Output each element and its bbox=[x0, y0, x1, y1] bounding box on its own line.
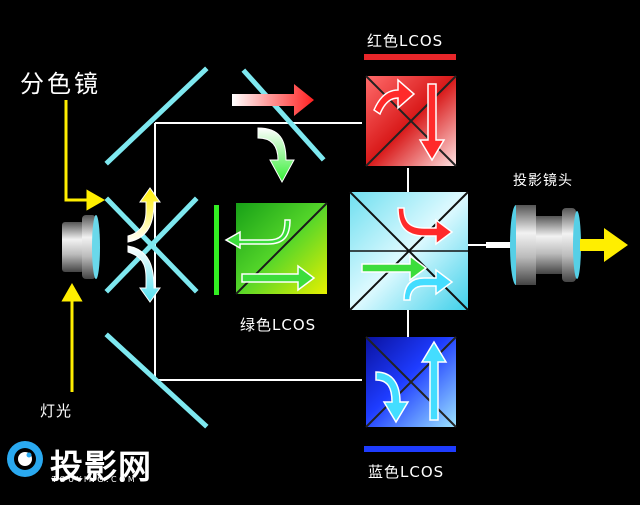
red-input-arrow bbox=[232, 84, 314, 116]
combiner-prism bbox=[349, 191, 469, 311]
watermark-domain: TOUYING.COM bbox=[52, 475, 138, 484]
green-curve-arrow bbox=[257, 127, 295, 184]
projection-lens-label: 投影镜头 bbox=[513, 173, 573, 189]
blue-lcos-label: 蓝色LCOS bbox=[368, 463, 445, 481]
logo-ring-icon bbox=[7, 441, 43, 477]
green-lcos-panel bbox=[224, 202, 328, 295]
green-polarizer bbox=[214, 205, 219, 295]
cyan-split-arrow bbox=[127, 245, 161, 303]
dichroic-mirror-label: 分色镜 bbox=[20, 70, 101, 98]
blue-polarizer bbox=[364, 446, 456, 452]
red-lcos-label: 红色LCOS bbox=[367, 32, 444, 50]
red-lcos-panel bbox=[365, 75, 457, 167]
green-lcos-label: 绿色LCOS bbox=[240, 316, 317, 334]
lamp-label: 灯光 bbox=[40, 402, 73, 420]
lamp-icon bbox=[62, 215, 100, 279]
blue-lcos-panel bbox=[365, 336, 457, 428]
dichroic-pointer-arrow bbox=[64, 100, 106, 211]
red-polarizer bbox=[364, 54, 456, 60]
watermark-logo: 投影网 bbox=[50, 447, 152, 486]
yellow-split-arrow bbox=[127, 187, 161, 243]
projection-lens-icon bbox=[486, 205, 628, 285]
dichroic-mirrors bbox=[104, 66, 326, 429]
lamp-pointer-arrow bbox=[61, 282, 83, 392]
